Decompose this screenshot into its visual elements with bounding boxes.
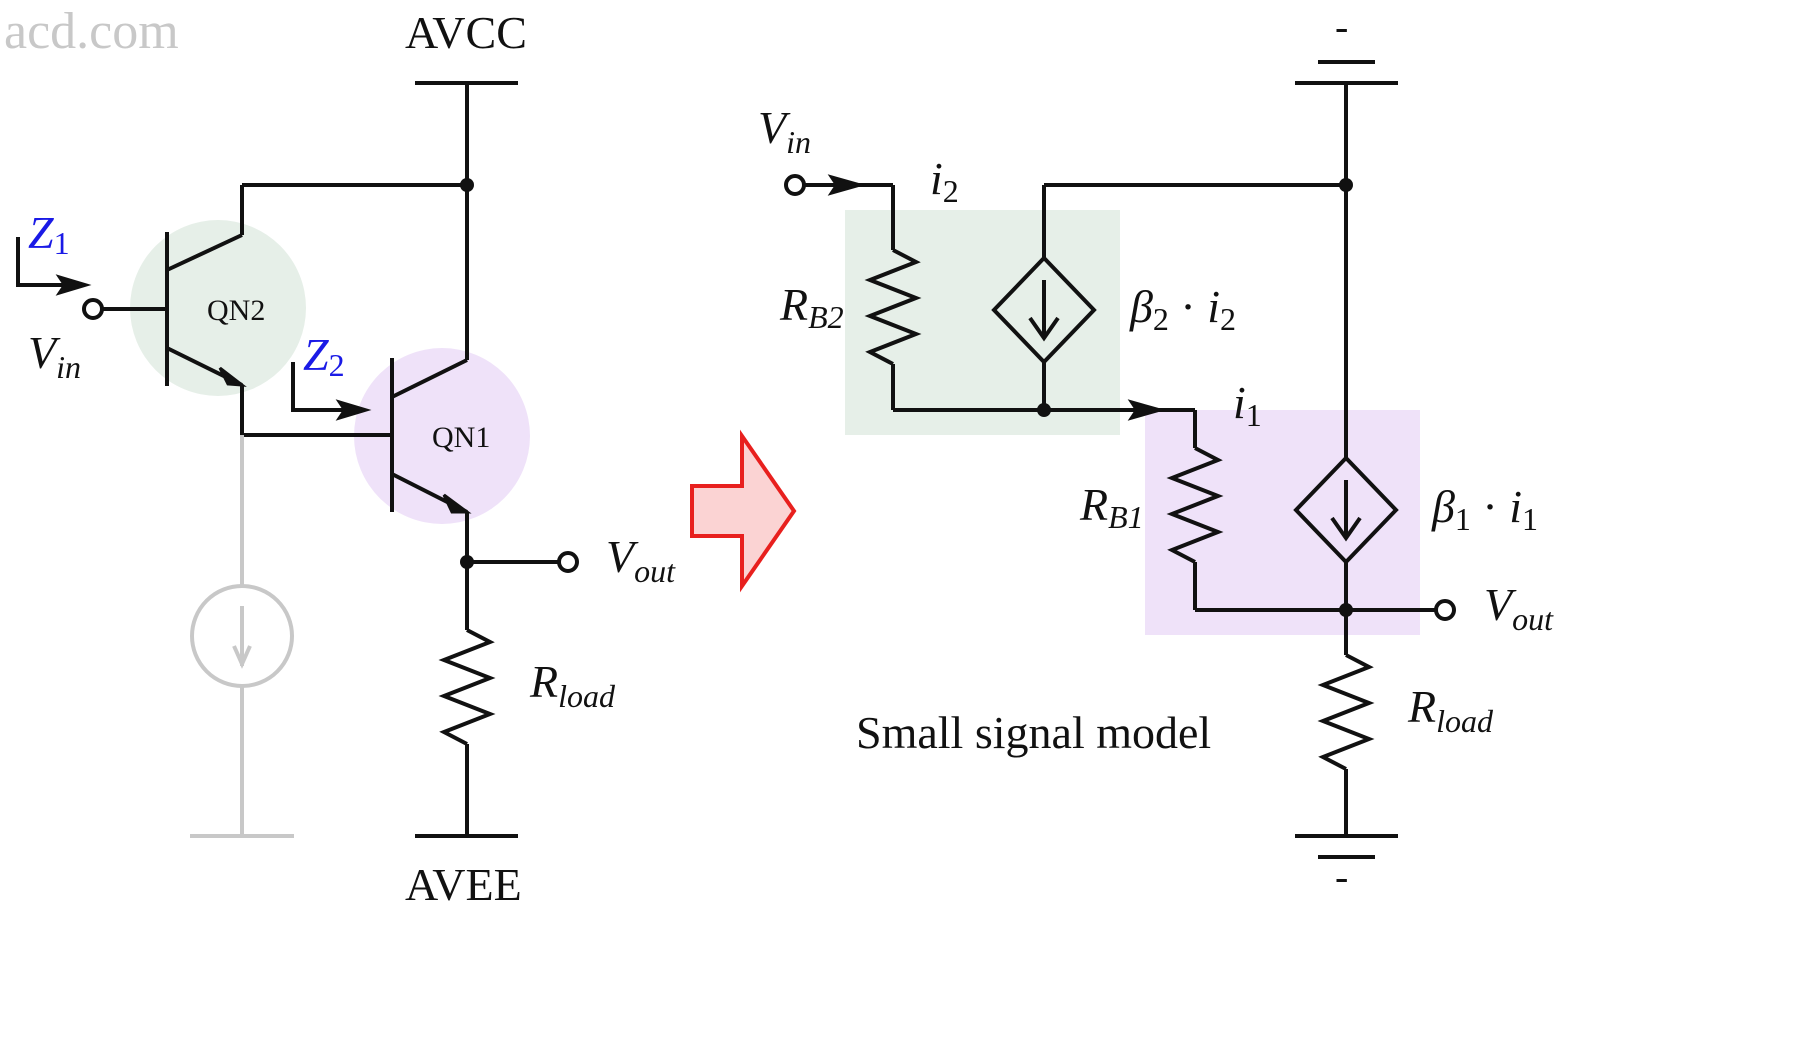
right-model bbox=[784, 60, 1456, 859]
qn1-label: QN1 bbox=[432, 421, 490, 454]
model-title: Small signal model bbox=[856, 707, 1211, 758]
rload-right-resistor bbox=[1317, 653, 1375, 771]
vin-terminal-left bbox=[82, 298, 104, 320]
vin-terminal-right bbox=[784, 174, 806, 196]
qn1-model-highlight bbox=[1145, 410, 1420, 635]
vin-label-left: Vin bbox=[28, 327, 81, 385]
ground-minus-top: - bbox=[1335, 4, 1348, 49]
z1-bracket bbox=[16, 237, 80, 287]
left-circuit bbox=[16, 81, 579, 838]
i2-label: i2 bbox=[930, 153, 959, 209]
src1-label: β1 · i1 bbox=[1431, 481, 1538, 537]
avee-label: AVEE bbox=[405, 859, 522, 910]
z2-label: Z2 bbox=[303, 329, 345, 383]
z1-arrow bbox=[55, 274, 92, 296]
transform-arrow bbox=[690, 429, 797, 593]
vout-terminal-left bbox=[557, 551, 579, 573]
vout-terminal-right bbox=[1434, 599, 1456, 621]
gray-current-source bbox=[190, 435, 294, 838]
node-avcc bbox=[460, 178, 474, 192]
src2-label: β2 · i2 bbox=[1129, 281, 1236, 337]
z2-arrow bbox=[335, 399, 372, 421]
vout-label-right: Vout bbox=[1484, 579, 1554, 637]
watermark: acd.com bbox=[4, 3, 179, 60]
ground-minus-bottom: - bbox=[1335, 854, 1348, 899]
rload-left-resistor bbox=[438, 628, 496, 746]
vout-label-left: Vout bbox=[606, 531, 676, 589]
rload-label-left: Rload bbox=[529, 656, 616, 714]
z1-label: Z1 bbox=[28, 207, 70, 261]
z2-bracket bbox=[291, 362, 360, 412]
i1-label: i1 bbox=[1233, 377, 1262, 433]
rb2-label: RB2 bbox=[779, 279, 844, 335]
qn2-label: QN2 bbox=[207, 294, 265, 327]
rb1-label: RB1 bbox=[1079, 479, 1144, 535]
vin-label-right: Vin bbox=[758, 102, 811, 160]
rb1-resistor bbox=[1166, 446, 1224, 564]
avcc-label: AVCC bbox=[405, 7, 527, 58]
rb2-resistor bbox=[864, 248, 922, 366]
rload-label-right: Rload bbox=[1407, 681, 1494, 739]
